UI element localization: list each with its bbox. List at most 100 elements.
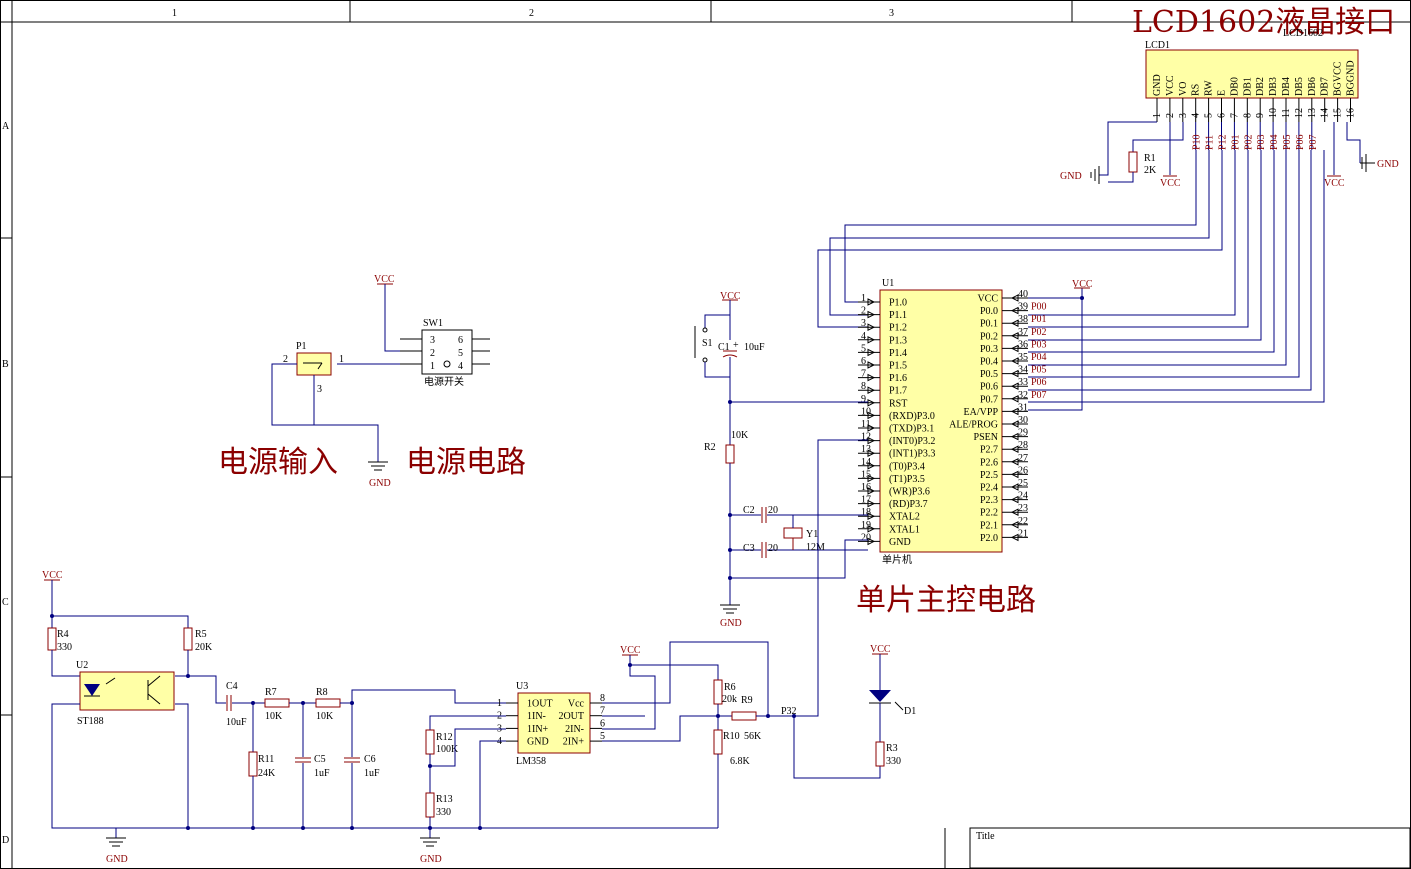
mcu-right-pins: 40VCC39P0.038P0.137P0.236P0.335P0.434P0.… bbox=[949, 289, 1028, 544]
mcu-right-name: P0.2 bbox=[980, 331, 998, 342]
mcu-port-net-label: P03 bbox=[1031, 339, 1047, 350]
lcd-pin-name: DB7 bbox=[1320, 77, 1331, 96]
mcu-right-number: 37 bbox=[1018, 327, 1028, 338]
lcd1602-module[interactable]: LCD1 LCD1602 GND1VCC2VO3RS4RW5E6DB07DB18… bbox=[1145, 28, 1359, 150]
p32-label: P32 bbox=[781, 706, 797, 717]
section-title-lcd: LCD1602液晶接口 bbox=[1132, 5, 1395, 40]
mcu-designator: U1 bbox=[882, 278, 894, 289]
led-d1[interactable]: VCC D1 bbox=[869, 644, 916, 742]
mcu-right-number: 23 bbox=[1018, 503, 1028, 514]
sw-pin-5: 5 bbox=[458, 348, 463, 359]
mcu-left-name: (T0)P3.4 bbox=[889, 461, 925, 472]
button-designator: S1 bbox=[702, 338, 713, 349]
mcu-left-arrow bbox=[867, 524, 876, 533]
lcd-body bbox=[1145, 49, 1359, 99]
opamp-right-number: 5 bbox=[600, 731, 605, 742]
mcu-right-name: P0.1 bbox=[980, 319, 998, 330]
frame-row-d: D bbox=[2, 835, 9, 846]
r8-value: 10K bbox=[316, 711, 334, 722]
mcu-vcc-label: VCC bbox=[1072, 279, 1093, 290]
lcd-pin-number: 7 bbox=[1229, 113, 1240, 118]
lcd-pin-name: VCC bbox=[1165, 75, 1176, 96]
lcd-pin-number: 6 bbox=[1217, 113, 1228, 118]
c2-designator: C2 bbox=[743, 505, 755, 516]
lcd-net-label: P11 bbox=[1205, 135, 1216, 150]
mcu-left-name: RST bbox=[889, 398, 907, 409]
opamp-vcc-label: VCC bbox=[620, 645, 641, 656]
sensor-st188[interactable]: U2 ST188 bbox=[76, 660, 175, 727]
mcu-left-number: 17 bbox=[861, 495, 871, 506]
mcu-right-number: 27 bbox=[1018, 453, 1028, 464]
mcu-right-name: EA/VPP bbox=[964, 407, 999, 418]
mcu-left-arrow bbox=[867, 499, 876, 508]
mcu-right-name: P2.2 bbox=[980, 508, 998, 519]
mcu-port-net-label: P00 bbox=[1031, 302, 1047, 313]
resistor-r11 bbox=[248, 751, 258, 777]
lcd-pin-name: BGVCC bbox=[1333, 61, 1344, 96]
mcu-left-arrow bbox=[867, 411, 876, 420]
crystal-y1 bbox=[783, 527, 803, 539]
mcu-right-name: ALE/PROG bbox=[949, 420, 998, 431]
mcu-right-arrow bbox=[1010, 306, 1019, 315]
power-switch-sw1[interactable]: SW1 3 2 1 6 5 4 电源开关 bbox=[400, 318, 490, 388]
frame-col-1: 1 bbox=[172, 8, 177, 19]
opamp-left-name: 1IN- bbox=[527, 711, 546, 722]
mcu-left-number: 3 bbox=[861, 318, 866, 329]
opamp-right-number: 8 bbox=[600, 693, 605, 704]
lcd-pin-number: 13 bbox=[1307, 108, 1318, 118]
mcu-right-number: 21 bbox=[1018, 528, 1028, 539]
lcd-net-label: P10 bbox=[1192, 134, 1203, 150]
mcu-left-number: 10 bbox=[861, 406, 871, 417]
r1-designator: R1 bbox=[1144, 153, 1156, 164]
lcd-pin-name: DB6 bbox=[1307, 77, 1318, 96]
opamp-right-number: 6 bbox=[600, 718, 605, 729]
lcd-pin-number: 12 bbox=[1294, 108, 1305, 118]
opamp-left-number: 1 bbox=[497, 698, 502, 709]
sw-pin-3: 3 bbox=[430, 335, 435, 346]
mcu-right-number: 24 bbox=[1018, 491, 1028, 502]
mcu-left-name: P1.3 bbox=[889, 335, 907, 346]
r5-value: 20K bbox=[195, 642, 213, 653]
resistor-r9 bbox=[731, 711, 757, 721]
mcu-right-name: P2.3 bbox=[980, 495, 998, 506]
lcd-pin-name: DB4 bbox=[1281, 77, 1292, 96]
mcu-right-number: 40 bbox=[1018, 289, 1028, 300]
mcu-left-name: P1.2 bbox=[889, 323, 907, 334]
lcd-net-label: P05 bbox=[1282, 134, 1293, 150]
resistor-r7 bbox=[264, 698, 290, 708]
r7-value: 10K bbox=[265, 711, 283, 722]
section-title-power-input: 电源输入 bbox=[218, 445, 338, 480]
mcu-right-name: P2.1 bbox=[980, 520, 998, 531]
crystal-designator: Y1 bbox=[806, 529, 818, 540]
lcd-pin-number: 16 bbox=[1346, 108, 1357, 118]
opamp-gnd-label: GND bbox=[420, 854, 442, 865]
r11-designator: R11 bbox=[258, 754, 274, 765]
r10-value: 6.8K bbox=[730, 756, 751, 767]
mcu-port-net-label: P07 bbox=[1031, 390, 1047, 401]
mcu-right-name: P0.0 bbox=[980, 306, 998, 317]
mcu-left-arrow bbox=[867, 487, 876, 495]
lcd-pin-name: GND bbox=[1152, 74, 1163, 96]
r7-designator: R7 bbox=[265, 687, 277, 698]
title-block-label: Title bbox=[976, 831, 995, 842]
lcd-pin-name: DB1 bbox=[1242, 77, 1253, 96]
mcu-right-name: P0.7 bbox=[980, 394, 998, 405]
resistor-r3 bbox=[875, 741, 885, 767]
lcd-net-label: P12 bbox=[1218, 134, 1229, 150]
r8-designator: R8 bbox=[316, 687, 328, 698]
power-vcc-label: VCC bbox=[374, 274, 395, 285]
sensor-vcc-label: VCC bbox=[42, 570, 63, 581]
section-title-mcu: 单片主控电路 bbox=[856, 583, 1036, 618]
lcd-pin-number: 2 bbox=[1165, 113, 1176, 118]
r12-value: 100K bbox=[436, 744, 459, 755]
lcd-pin-number: 10 bbox=[1268, 108, 1279, 118]
mcu-left-arrow bbox=[867, 512, 876, 521]
c4-value: 10uF bbox=[226, 717, 247, 728]
mcu-right-arrow bbox=[1010, 344, 1019, 353]
mcu-left-number: 16 bbox=[861, 482, 871, 493]
mcu-left-name: P1.0 bbox=[889, 298, 907, 309]
